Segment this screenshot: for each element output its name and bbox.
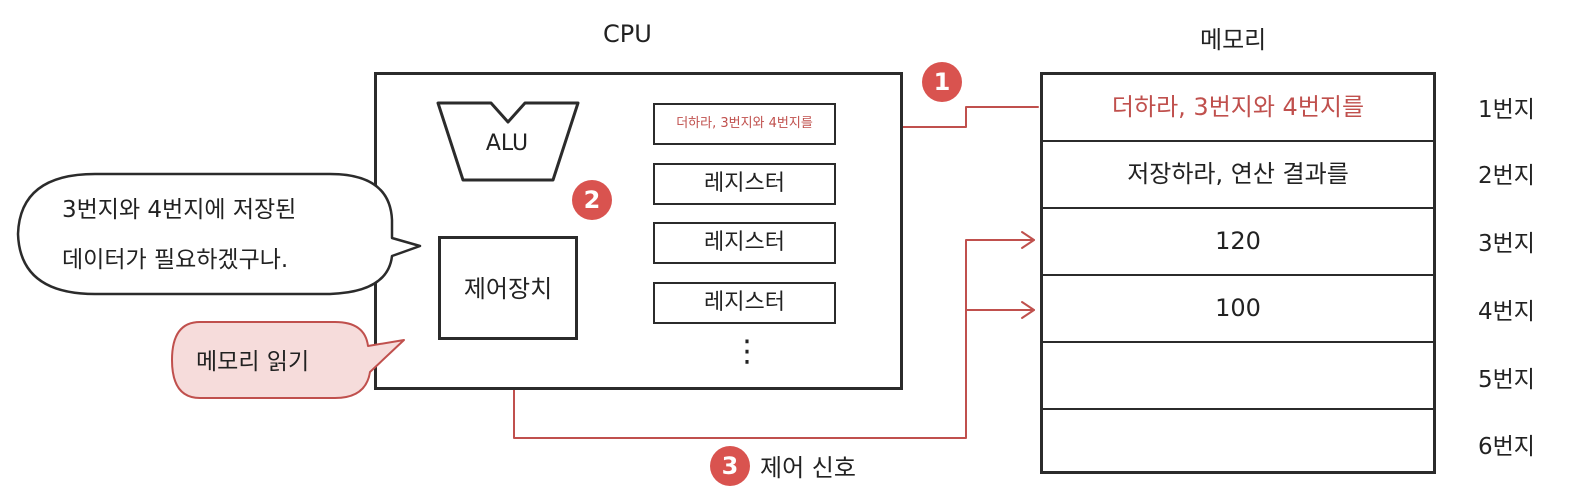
- memory-cell: 더하라, 3번지와 4번지를: [1043, 75, 1433, 142]
- register: 레지스터: [653, 163, 836, 205]
- alu-label: ALU: [485, 131, 529, 156]
- memory-address: 6번지: [1478, 434, 1535, 460]
- memory-address: 2번지: [1478, 163, 1535, 189]
- cpu-title: CPU: [603, 20, 652, 48]
- memory-cell: 100: [1043, 276, 1433, 343]
- alu-shape: [436, 101, 580, 182]
- register-ellipsis: ⋮: [732, 334, 762, 369]
- memory-cell: 저장하라, 연산 결과를: [1043, 142, 1433, 209]
- speech-bubble-line2: 데이터가 필요하겠구나.: [62, 247, 289, 273]
- memory-address: 5번지: [1478, 367, 1535, 393]
- register-instruction: 더하라, 3번지와 4번지를: [653, 103, 836, 145]
- speech-bubble: [16, 172, 422, 296]
- memory-cell: [1043, 343, 1433, 410]
- arrow-fetch-instruction: [845, 106, 1039, 128]
- step-badge-2: 2: [572, 180, 612, 220]
- memory-address: 1번지: [1478, 97, 1535, 123]
- memory-address: 4번지: [1478, 299, 1535, 325]
- step-badge-3: 3: [710, 446, 750, 486]
- register: 레지스터: [653, 222, 836, 264]
- memory-cell: [1043, 410, 1433, 477]
- memory-title: 메모리: [1200, 26, 1267, 54]
- memory-address: 3번지: [1478, 231, 1535, 257]
- memory-cell: 120: [1043, 209, 1433, 276]
- control-unit: 제어장치: [438, 236, 578, 340]
- control-signal-label: 제어 신호: [760, 454, 856, 482]
- memory-read-label: 메모리 읽기: [196, 349, 310, 375]
- step-badge-1: 1: [922, 62, 962, 102]
- memory-box: 더하라, 3번지와 4번지를 저장하라, 연산 결과를 120 100: [1040, 72, 1436, 474]
- speech-bubble-line1: 3번지와 4번지에 저장된: [62, 197, 297, 223]
- memory-read-bubble: [171, 321, 405, 399]
- arrow-control-signal: [513, 239, 1035, 439]
- alu: ALU: [437, 103, 577, 179]
- register: 레지스터: [653, 282, 836, 324]
